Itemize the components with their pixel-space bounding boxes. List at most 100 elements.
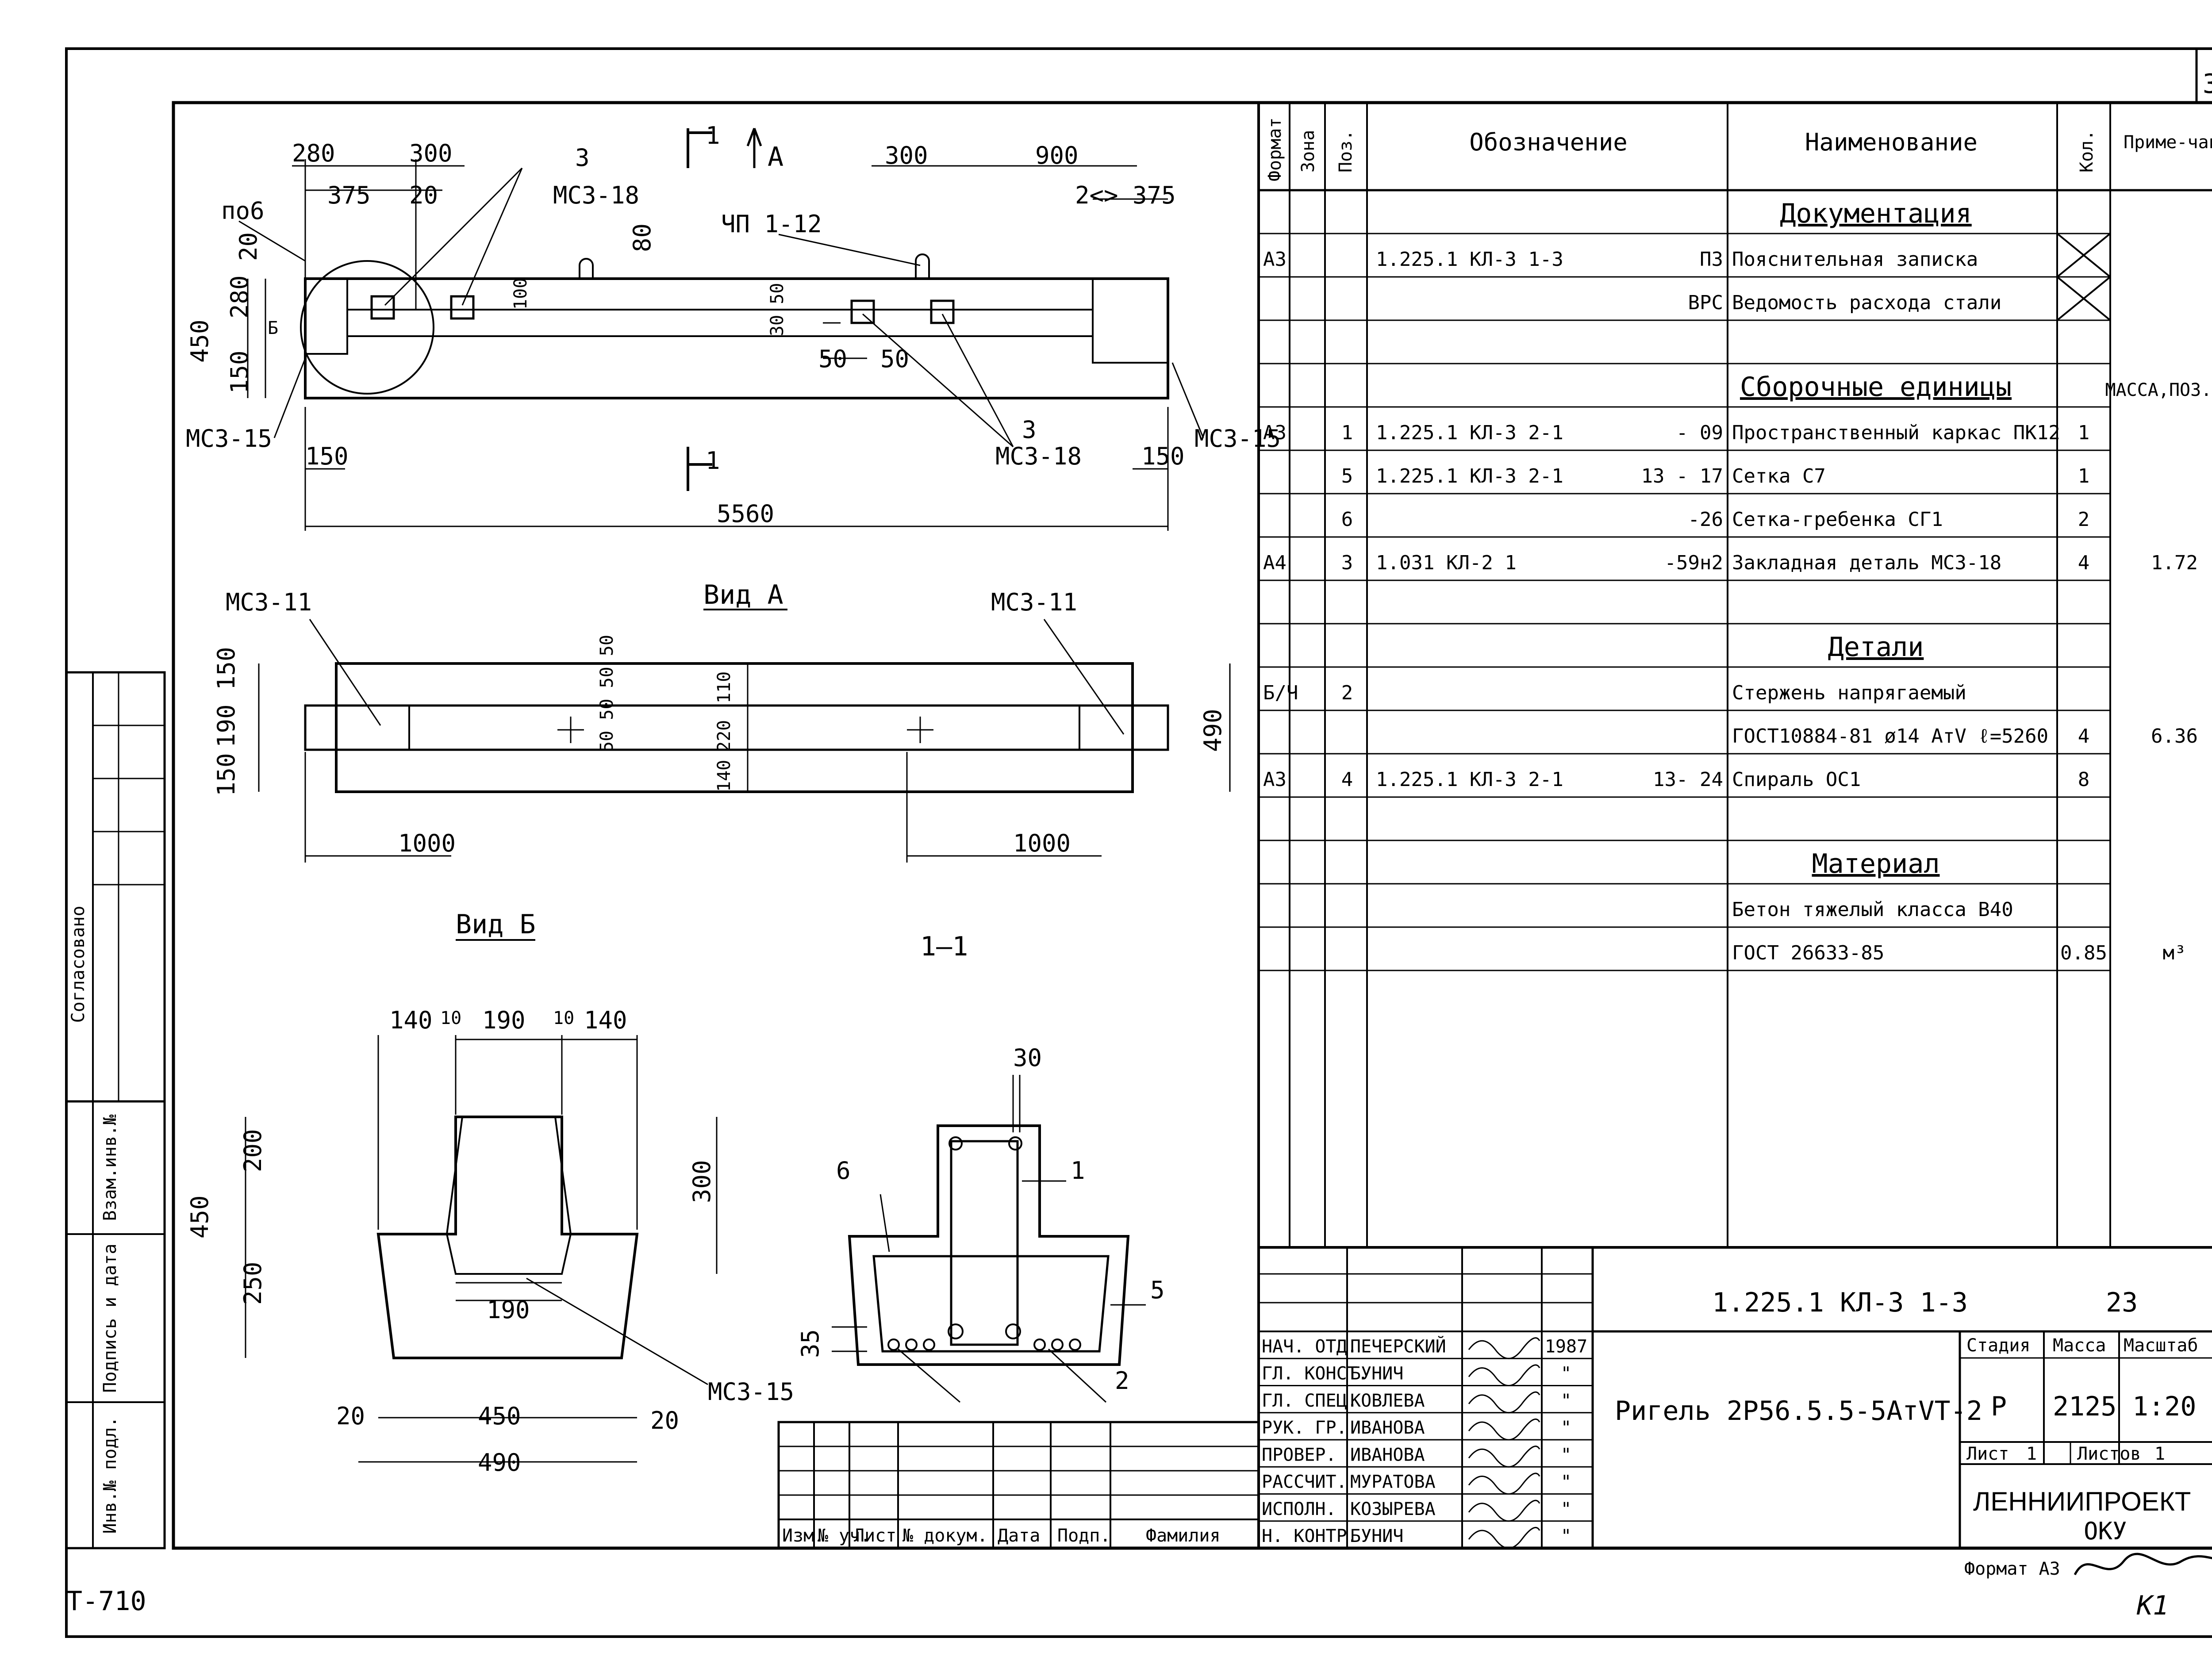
callout-label: 6 bbox=[836, 1157, 851, 1185]
dim-text: 150 bbox=[212, 753, 240, 796]
spec-section-heading: Документация bbox=[1780, 198, 1971, 229]
spec-format: Б/Ч bbox=[1263, 682, 1298, 704]
spec-note: 6.36 bbox=[2151, 725, 2198, 748]
rev-header: Изм. bbox=[782, 1526, 825, 1546]
spec-name: Сетка-гребенка СГ1 bbox=[1732, 508, 1943, 531]
spec-name: Пояснительная записка bbox=[1732, 248, 1978, 271]
spec-row: Бетон тяжелый класса В40 bbox=[1732, 898, 2013, 921]
spec-name: Стержень напрягаемый bbox=[1732, 682, 1966, 704]
detail-circle bbox=[300, 260, 434, 395]
rev-header: № уч. bbox=[818, 1526, 871, 1546]
signature bbox=[1468, 1337, 1540, 1359]
rev-header: Лист bbox=[854, 1526, 896, 1546]
cross-section-outline bbox=[376, 1116, 639, 1359]
signer-role: ГЛ. СПЕЦ. bbox=[1262, 1391, 1358, 1411]
signer-role: РАССЧИТ. bbox=[1262, 1472, 1347, 1492]
view-b: Вид Б 140 10 190 10 140 450 200 250 300 … bbox=[186, 909, 794, 1476]
stamp-agreed: Согласовано bbox=[68, 906, 88, 1023]
lifting-loop bbox=[915, 253, 930, 279]
embed-plate bbox=[850, 299, 875, 324]
stamp-inv-orig: Инв.№ подл. bbox=[100, 1417, 120, 1534]
dim-text: 20 bbox=[336, 1402, 365, 1430]
beam-plan bbox=[335, 662, 1134, 793]
dim-text: 20 bbox=[409, 181, 438, 209]
spec-code: ВРС bbox=[1688, 291, 1723, 314]
callout-label: МС3-15 bbox=[1194, 425, 1281, 453]
beam-body bbox=[304, 277, 1169, 399]
spec-format: А3 bbox=[1263, 248, 1286, 271]
spec-pos: 3 bbox=[1341, 552, 1353, 574]
spec-designation: 1.225.1 КЛ-3 2-1 bbox=[1376, 422, 1563, 444]
signer-date: " bbox=[1561, 1445, 1571, 1465]
spec-name: ГОСТ10884-81 ø14 АтV ℓ=5260 bbox=[1732, 725, 2048, 748]
signature bbox=[1468, 1526, 1540, 1549]
signer-name: ИВАНОВА bbox=[1350, 1445, 1425, 1465]
spec-name: Сетка С7 bbox=[1732, 465, 1826, 487]
dim-text: 150 bbox=[212, 647, 240, 690]
signer-name: БУНИЧ bbox=[1350, 1526, 1403, 1546]
signer-row: ГЛ. КОНСТ.БУНИЧ" bbox=[1262, 1364, 1571, 1386]
spec-section-heading: Материал bbox=[1812, 848, 1940, 879]
sheet-label: Лист bbox=[1966, 1444, 2009, 1464]
dim-text: 100 bbox=[511, 278, 531, 310]
signer-role: ПРОВЕР. bbox=[1262, 1445, 1336, 1465]
spec-pos: 5 bbox=[1341, 465, 1353, 487]
signer-role: РУК. ГР. bbox=[1262, 1418, 1347, 1438]
embed-plate bbox=[370, 295, 395, 320]
dim-text: 150 bbox=[1141, 442, 1185, 470]
spec-qty: 1 bbox=[2078, 465, 2090, 487]
signer-name: МУРАТОВА bbox=[1350, 1472, 1436, 1492]
dim-text: 900 bbox=[1035, 142, 1079, 169]
dim-text: 490 bbox=[1199, 709, 1227, 752]
signer-row: Н. КОНТР.БУНИЧ" bbox=[1262, 1526, 1571, 1549]
signer-date: " bbox=[1561, 1391, 1571, 1411]
spec-designation: 1.225.1 КЛ-3 2-1 bbox=[1376, 768, 1563, 791]
section-mark: А bbox=[768, 142, 783, 173]
col-header-note: Приме-чание bbox=[2124, 132, 2212, 153]
signature bbox=[1468, 1446, 1540, 1468]
dim-text: 140 bbox=[714, 760, 734, 792]
spec-format: А4 bbox=[1263, 552, 1286, 574]
signer-date: 1987 bbox=[1545, 1336, 1587, 1357]
dim-text: 140 bbox=[584, 1006, 627, 1034]
signer-row: ИСПОЛН.КОЗЫРЕВА" bbox=[1262, 1499, 1571, 1522]
dim-text: 220 bbox=[714, 720, 734, 752]
signer-name: ПЕЧЕРСКИЙ bbox=[1350, 1335, 1446, 1357]
doc-code: 1.225.1 КЛ-3 1-3 bbox=[1712, 1287, 1968, 1318]
signature bbox=[1468, 1364, 1540, 1386]
signer-role: ИСПОЛН. bbox=[1262, 1499, 1336, 1519]
lifting-loop bbox=[579, 258, 594, 279]
spec-name: Ведомость расхода стали bbox=[1732, 291, 2001, 314]
section-title: 1—1 bbox=[920, 931, 968, 962]
dim-text: 200 bbox=[239, 1129, 267, 1172]
spec-code: - 09 bbox=[1676, 422, 1723, 444]
dim-text: 50 bbox=[818, 345, 847, 373]
dim-text: 300 bbox=[688, 1160, 716, 1203]
spec-pos: 4 bbox=[1341, 768, 1353, 791]
dim-text: 20 bbox=[650, 1407, 679, 1434]
callout-label: МС3-15 bbox=[186, 425, 272, 453]
spec-note: м³ bbox=[2163, 942, 2186, 964]
spec-code: -26 bbox=[1688, 508, 1723, 531]
dim-text: 20 bbox=[234, 232, 262, 261]
stage-label: Стадия bbox=[1966, 1335, 2031, 1356]
stage-value: Р bbox=[1991, 1391, 2007, 1422]
signature bbox=[1468, 1391, 1540, 1414]
dim-text: 190 bbox=[482, 1006, 526, 1034]
spec-designation: 1.225.1 КЛ-3 2-1 bbox=[1376, 465, 1563, 487]
callout-label: МС3-18 bbox=[995, 442, 1082, 470]
sheet-mark: К1 bbox=[2136, 1590, 2169, 1621]
dim-text: 1000 bbox=[1013, 829, 1071, 857]
page-number: 32 bbox=[2203, 69, 2212, 100]
mass-label: Масса bbox=[2053, 1335, 2106, 1356]
spec-code: ПЗ bbox=[1700, 248, 1723, 271]
spec-format: А3 bbox=[1263, 768, 1286, 791]
